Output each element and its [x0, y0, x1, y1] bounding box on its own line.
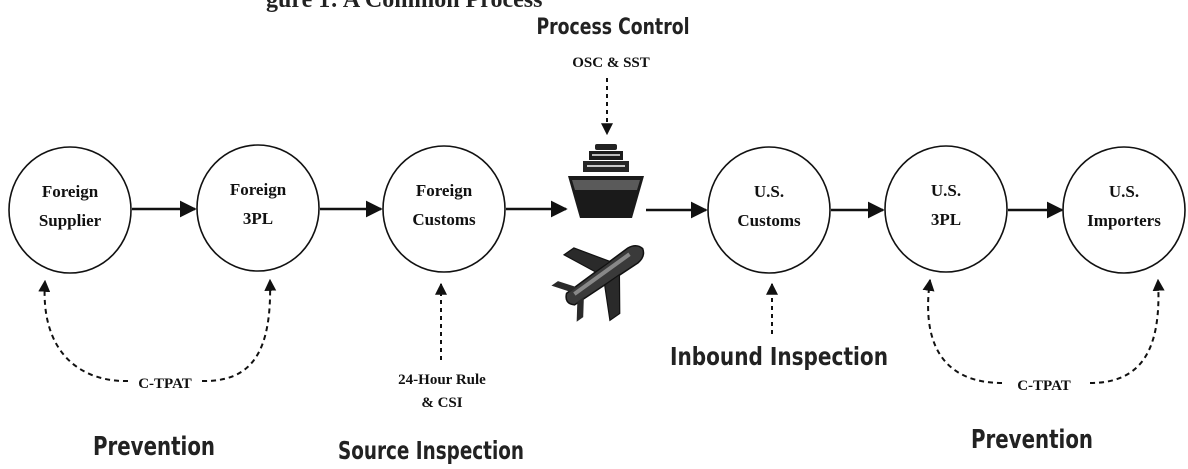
node-foreign-3pl-line2: 3PL — [243, 209, 273, 228]
prevention-right-label: Prevention — [971, 425, 1093, 455]
ctpat-right-label: C-TPAT — [1017, 378, 1071, 394]
partial-title: gure 1: A Common Process — [266, 0, 542, 13]
node-foreign-supplier: Foreign Supplier — [8, 146, 132, 274]
osc-sst-label: OSC & SST — [572, 55, 650, 71]
ctpat-right-curve-to-importers — [1089, 278, 1165, 384]
ctpat-left-curve-to-3pl — [201, 278, 277, 383]
ctpat-left-label: C-TPAT — [138, 376, 192, 392]
ctpat-left-curve-to-supplier — [38, 279, 129, 383]
node-us-customs: U.S. Customs — [707, 146, 831, 274]
node-foreign-customs: Foreign Customs — [382, 145, 506, 273]
node-foreign-3pl-line1: Foreign — [230, 180, 287, 199]
node-us-3pl-line2: 3PL — [931, 210, 961, 229]
rule-label-line2: & CSI — [421, 395, 462, 411]
node-us-3pl: U.S. 3PL — [884, 145, 1008, 273]
node-us-3pl-line1: U.S. — [931, 181, 961, 200]
node-us-importers-line2: Importers — [1087, 211, 1161, 230]
inbound-inspection-label: Inbound Inspection — [670, 342, 888, 371]
node-foreign-supplier-line2: Supplier — [39, 211, 102, 230]
node-foreign-supplier-line1: Foreign — [42, 182, 99, 201]
ship-icon — [568, 144, 644, 218]
node-foreign-3pl: Foreign 3PL — [196, 144, 320, 272]
node-us-customs-line2: Customs — [737, 211, 801, 230]
prevention-left-label: Prevention — [93, 432, 215, 462]
rule-label-line1: 24-Hour Rule — [398, 372, 486, 388]
airplane-icon — [551, 245, 645, 322]
node-foreign-customs-line2: Customs — [412, 210, 476, 229]
source-inspection-label: Source Inspection — [338, 436, 524, 465]
process-control-label: Process Control — [537, 15, 690, 40]
node-us-customs-line1: U.S. — [754, 182, 784, 201]
ctpat-right-curve-to-3pl — [922, 278, 1003, 384]
node-us-importers-line1: U.S. — [1109, 182, 1139, 201]
node-foreign-customs-line1: Foreign — [416, 181, 473, 200]
node-us-importers: U.S. Importers — [1062, 146, 1186, 274]
